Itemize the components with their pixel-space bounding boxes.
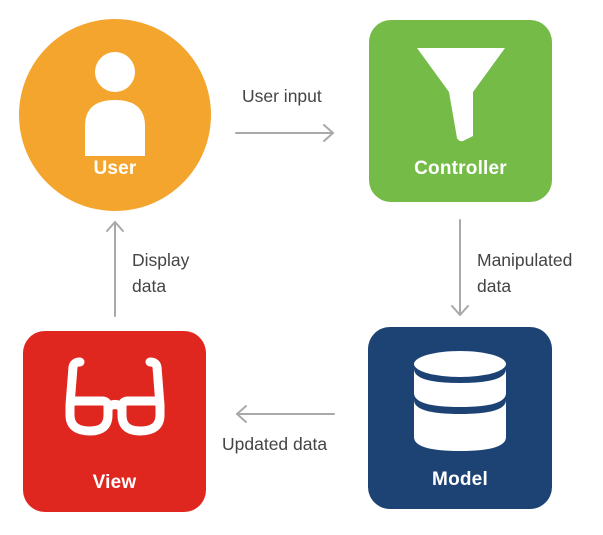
user-label: User xyxy=(93,158,137,179)
arrow-model-to-view xyxy=(236,405,335,423)
person-icon xyxy=(85,52,145,156)
controller-label: Controller xyxy=(414,158,507,179)
edge-label-updated-data: Updated data xyxy=(222,434,328,454)
view-label: View xyxy=(92,472,137,493)
edge-label-manipulated-data: Manipulated data xyxy=(477,250,573,296)
edge-label-display-data: Display data xyxy=(132,250,190,296)
funnel-icon xyxy=(416,48,505,142)
model-node: Model xyxy=(368,327,552,509)
model-label: Model xyxy=(432,469,488,490)
user-node: User xyxy=(19,19,211,211)
controller-node: Controller xyxy=(369,20,552,202)
arrow-controller-to-model xyxy=(451,219,469,316)
arrow-user-to-controller xyxy=(235,124,334,142)
database-icon xyxy=(414,351,506,451)
glasses-icon xyxy=(65,357,164,436)
arrow-view-to-user xyxy=(106,221,124,317)
edge-label-user-input: User input xyxy=(242,86,322,106)
view-node: View xyxy=(23,331,206,512)
